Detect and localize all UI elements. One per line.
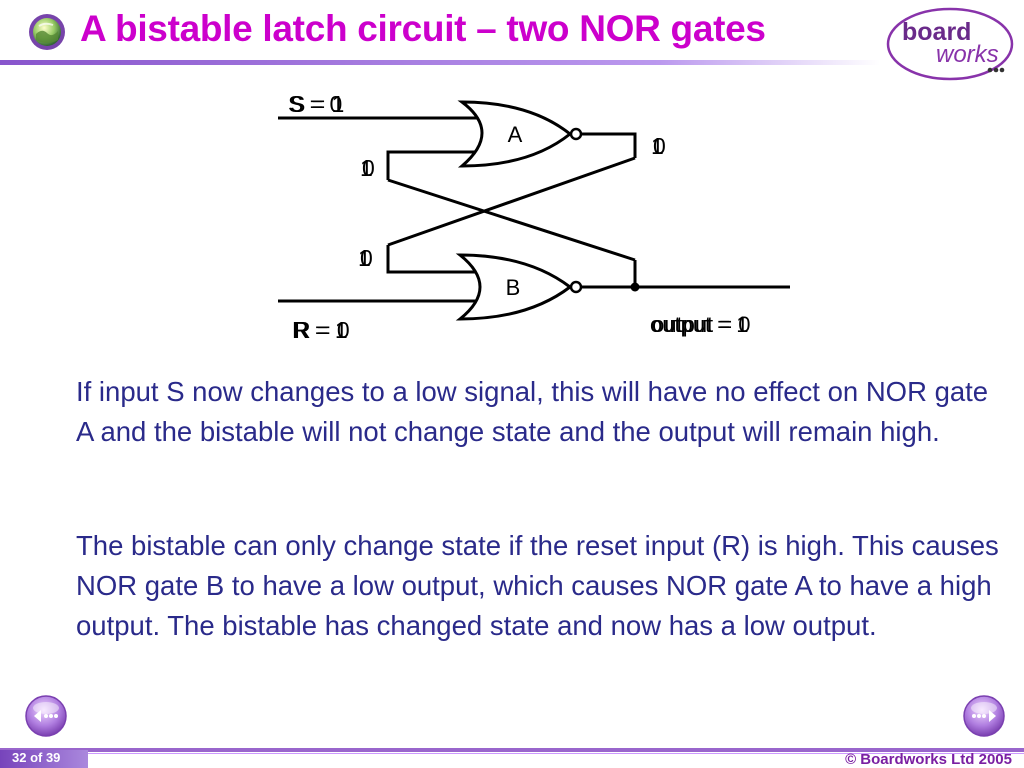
a-output-label: 0 bbox=[653, 133, 666, 159]
previous-slide-button[interactable] bbox=[24, 694, 68, 738]
bistable-latch-diagram: A B S = 0 S = 1 1 0 1 0 1 0 R = 1 R = 0 … bbox=[278, 91, 790, 338]
s-input-label: S = 1 bbox=[290, 91, 344, 117]
explanation-paragraph-1: If input S now changes to a low signal, … bbox=[76, 376, 989, 447]
nor-gate-a bbox=[457, 100, 573, 168]
a-lower-input-wire bbox=[386, 150, 486, 180]
page-number-badge bbox=[0, 750, 88, 768]
page-number: 32 of 39 bbox=[12, 750, 61, 765]
footer-divider bbox=[0, 753, 1024, 754]
a-lower-input-label-ghost: 1 bbox=[360, 155, 373, 181]
output-label-ghost: output = 1 bbox=[650, 312, 748, 337]
forward-arrow-icon bbox=[972, 710, 996, 722]
globe-icon bbox=[29, 14, 65, 50]
boardworks-logo: board works bbox=[886, 7, 1014, 81]
svg-text:board: board bbox=[902, 18, 971, 46]
copyright-notice: © Boardworks Ltd 2005 bbox=[845, 751, 1012, 768]
footer-bar bbox=[0, 748, 1024, 752]
page-title: A bistable latch circuit – two NOR gates bbox=[80, 8, 766, 49]
output-label: output = 0 bbox=[652, 312, 750, 337]
nor-gate-b bbox=[455, 253, 573, 321]
next-slide-button[interactable] bbox=[962, 694, 1006, 738]
back-arrow-icon bbox=[34, 710, 58, 722]
cross-wire-a-to-b bbox=[387, 178, 636, 262]
gate-a-label: A bbox=[508, 122, 523, 147]
a-lower-input-label: 0 bbox=[362, 155, 375, 181]
gate-b-label: B bbox=[506, 275, 521, 300]
a-output-wire bbox=[581, 132, 637, 158]
r-input-label: R = 0 bbox=[294, 317, 350, 338]
title-underline bbox=[0, 60, 880, 65]
b-upper-input-label: 0 bbox=[360, 245, 373, 271]
output-junction-dot bbox=[630, 282, 640, 292]
cross-wire-b-to-a bbox=[387, 156, 636, 247]
a-output-label-ghost: 1 bbox=[651, 133, 664, 159]
svg-text:works: works bbox=[936, 41, 999, 68]
b-upper-input-label-ghost: 1 bbox=[358, 245, 371, 271]
r-input-label-ghost: R = 1 bbox=[292, 317, 348, 338]
s-input-label-ghost: S = 0 bbox=[288, 91, 342, 117]
b-upper-input-wire bbox=[386, 245, 484, 274]
explanation-paragraph-2: The bistable can only change state if th… bbox=[76, 530, 999, 641]
